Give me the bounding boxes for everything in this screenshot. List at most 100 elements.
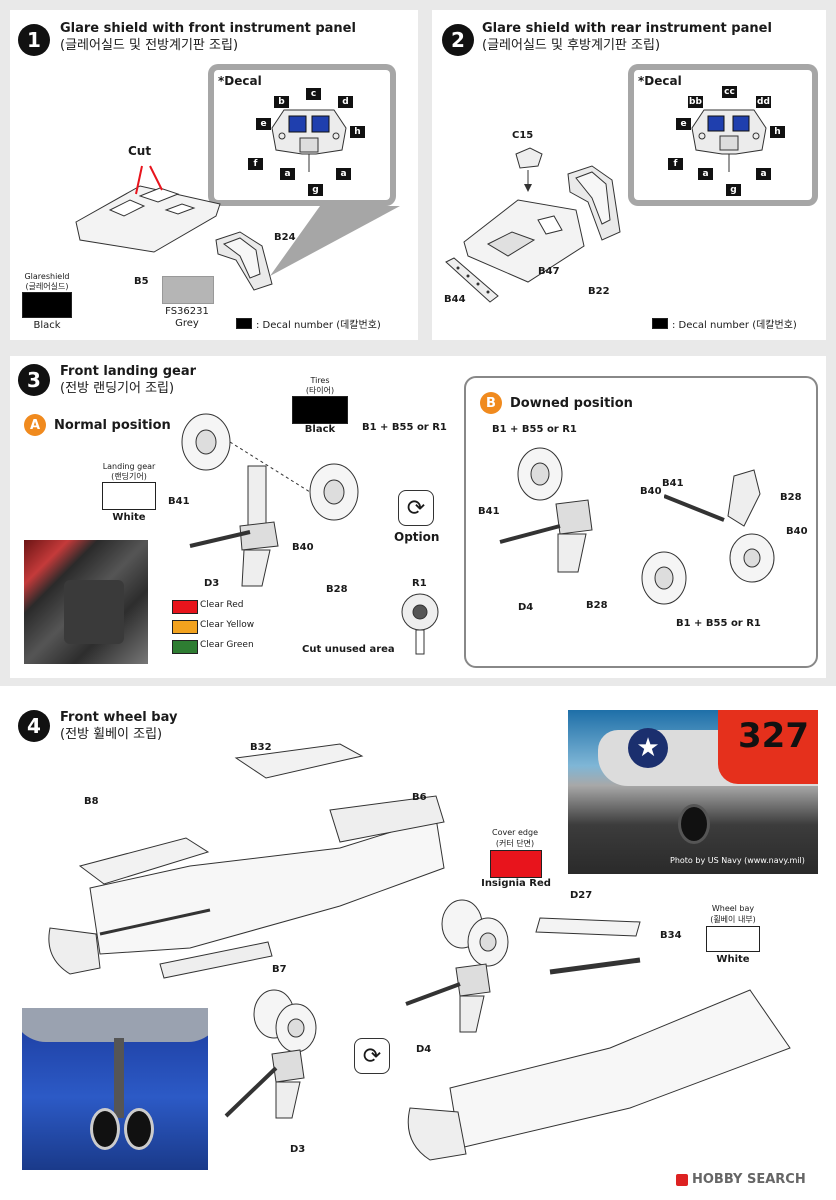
step1-glareshield-label: Glareshield — [24, 272, 70, 281]
step4-aircraft-photo-wheel — [678, 804, 710, 844]
step2-decal-tag-bb: bb — [688, 96, 703, 108]
step1-title: Glare shield with front instrument panel — [60, 21, 356, 36]
step1-decal-tag-e: e — [256, 118, 271, 130]
step3-b-wheels-top: B1 + B55 or R1 — [492, 424, 577, 435]
step4-gear-photo-wheel-right — [124, 1108, 154, 1150]
step4-aircraft-tail-red — [718, 710, 818, 784]
step1-decal-tag-c: c — [306, 88, 321, 100]
step1-decal-number-note: : Decal number (데칼번호) — [256, 320, 381, 331]
step3-clear-green-swatch — [172, 640, 198, 654]
step3-b-d4: D4 — [518, 602, 534, 613]
step3-gear-label-kr: (랜딩기어) — [111, 472, 147, 481]
step2-part-b44: B44 — [444, 294, 466, 305]
step1-decal-tag-h: h — [350, 126, 365, 138]
step3-r1-wheel-drawing — [401, 593, 439, 655]
step1-decal-tag-f: f — [248, 158, 263, 170]
step1-decal-inner: *Decal b c d e h f a a g — [214, 70, 390, 200]
step4-wheel-bay-label: Wheel bay — [711, 904, 755, 913]
step4-cover-edge-label: Cover edge — [492, 828, 538, 837]
step4-panel: 4 Front wheel bay (전방 휠베이 조립) B32 B8 B6 … — [10, 698, 826, 1178]
step4-gear-photo-wheel-left — [90, 1108, 120, 1150]
step2-title: Glare shield with rear instrument panel — [482, 21, 772, 36]
step3-subtitle: (전방 랜딩기어 조립) — [60, 381, 175, 396]
step4-gear-photo-fuselage — [22, 1008, 208, 1042]
step4-d3-gear-drawing — [224, 989, 317, 1119]
step4-aircraft-roundel-star-icon: ★ — [628, 728, 668, 768]
step3-a-b40: B40 — [292, 542, 314, 553]
step3-option-label: Option — [394, 530, 440, 544]
step3-clear-red-label: Clear Red — [200, 600, 244, 610]
step4-rotate-icon: ⟳ — [354, 1038, 390, 1074]
step4-aircraft-photo: 327 ★ Photo by US Navy (www.navy.mil) — [568, 710, 818, 874]
step1-cut-label: Cut — [128, 144, 152, 158]
step2-number: 2 — [442, 24, 474, 56]
step4-part-b7: B7 — [272, 964, 287, 975]
step3-gear-swatch — [102, 482, 156, 510]
step3-gear-photo — [24, 540, 148, 664]
step4-wheel-bay-color: White — [716, 954, 750, 965]
option-rotate-icon: ⟳ — [398, 490, 434, 526]
step4-gear-photo-strut — [114, 1038, 124, 1118]
step4-wheel-bay-kr: (휠베이 내부) — [710, 915, 756, 924]
step2-decal-key-swatch — [652, 318, 668, 329]
step1-decal-callout: *Decal b c d e h f a a g — [208, 64, 396, 206]
step3-tires-label-kr: (타이어) — [305, 386, 335, 395]
step1-glareshield-drawing — [75, 165, 221, 253]
step1-instrument-panel-drawing — [271, 109, 347, 172]
step3-gear-label: Landing gear — [102, 462, 156, 471]
step2-decal-inner: *Decal bb cc dd e h f a a g — [634, 70, 812, 200]
watermark-text: HOBBY SEARCH — [692, 1172, 806, 1187]
step4-part-d27: D27 — [570, 890, 593, 901]
step2-instrument-panel-drawing — [691, 109, 767, 172]
step4-part-b34: B34 — [660, 930, 682, 941]
step1-grey-swatch — [162, 276, 214, 304]
step2-decal-tag-cc: cc — [722, 86, 737, 98]
step3-gear-color: White — [112, 512, 146, 523]
step2-decal-tag-dd: dd — [756, 96, 771, 108]
step4-part-b32: B32 — [250, 742, 272, 753]
step2-panel-part-drawing — [567, 165, 621, 241]
step3-a-wheels-label: B1 + B55 or R1 — [362, 422, 447, 433]
step2-panel: 2 Glare shield with rear instrument pane… — [432, 10, 826, 340]
step3-option-b-badge: B — [480, 392, 502, 414]
step2-decal-tag-a-left: a — [698, 168, 713, 180]
step2-subtitle: (글레어실드 및 후방계기판 조립) — [482, 38, 661, 53]
step1-decal-tag-a-left: a — [280, 168, 295, 180]
step4-part-b8: B8 — [84, 796, 99, 807]
step2-glareshield-drawing — [463, 199, 585, 283]
step4-cover-edge-swatch — [490, 850, 542, 878]
step3-b-b40: B40 — [640, 486, 662, 497]
step2-part-b47: B47 — [538, 266, 560, 277]
step2-part-b22: B22 — [588, 286, 610, 297]
step2-decal-tag-a-right: a — [756, 168, 771, 180]
step1-grey-name: Grey — [175, 318, 199, 329]
step1-grey-code: FS36231 — [165, 306, 209, 317]
step4-aircraft-number: 327 — [738, 716, 809, 756]
step2-c15-drawing — [515, 147, 543, 192]
watermark: HOBBY SEARCH — [676, 1172, 806, 1187]
step3-gear-photo-detail — [64, 580, 124, 644]
step3-downed-assembled-drawing — [664, 469, 775, 583]
step1-part-b5: B5 — [134, 276, 149, 287]
step3-option-a-badge: A — [24, 414, 46, 436]
step3-b-b28-left: B28 — [586, 600, 608, 611]
step3-normal-gear-drawing — [181, 413, 359, 587]
step4-photo-credit: Photo by US Navy (www.navy.mil) — [670, 856, 805, 865]
step3-panel: 3 Front landing gear (전방 랜딩기어 조립) A Norm… — [10, 356, 826, 678]
step1-glareshield-swatch — [22, 292, 72, 318]
step1-number: 1 — [18, 24, 50, 56]
step1-subtitle: (글레어실드 및 전방계기판 조립) — [60, 38, 239, 53]
step4-wheel-bay-swatch — [706, 926, 760, 952]
step1-decal-tag-d: d — [338, 96, 353, 108]
step3-clear-red-swatch — [172, 600, 198, 614]
step1-decal-tag-b: b — [274, 96, 289, 108]
step3-cut-unused: Cut unused area — [302, 644, 395, 655]
step3-number: 3 — [18, 364, 50, 396]
step4-number: 4 — [18, 710, 50, 742]
step4-rear-bay-drawing — [405, 899, 791, 1161]
step4-cover-edge-kr: (커터 단면) — [495, 839, 535, 848]
step1-panel-part-drawing — [215, 231, 273, 291]
step1-glareshield-color-name: Black — [33, 320, 61, 331]
step2-decal-tag-f: f — [668, 158, 683, 170]
step4-gear-photo — [22, 1008, 208, 1170]
